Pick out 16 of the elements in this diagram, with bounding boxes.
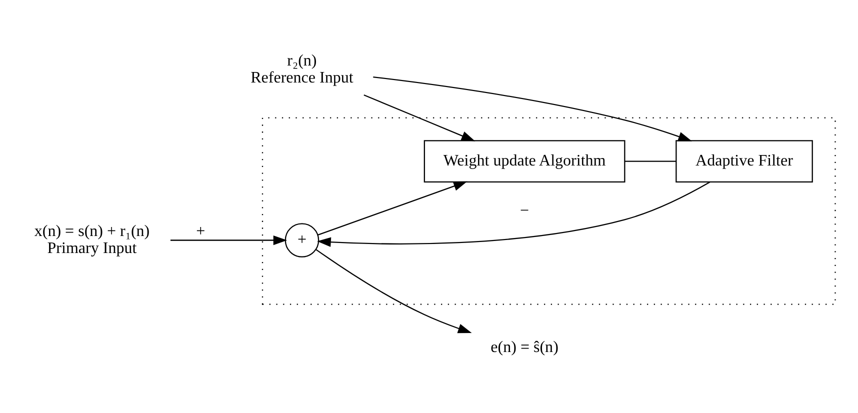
node-text: r₂(n) Reference Input (250, 52, 354, 87)
arrow (317, 182, 710, 247)
arrow (364, 94, 476, 142)
node-circle: + (284, 223, 320, 258)
arrow (170, 235, 288, 246)
arrow (316, 249, 472, 334)
arrow (318, 181, 468, 236)
edge-label: + (196, 222, 206, 240)
arrow (373, 76, 692, 142)
node-box: Adaptive Filter (676, 140, 813, 182)
node-text: e(n) = ŝ(n) (490, 339, 558, 356)
node-text: x(n) = s(n) + r₁(n) Primary Input (34, 222, 150, 258)
node-box: Weight update Algorithm (424, 140, 626, 182)
edge-label: − (520, 202, 530, 220)
cluster (262, 117, 836, 305)
connector (624, 160, 676, 162)
